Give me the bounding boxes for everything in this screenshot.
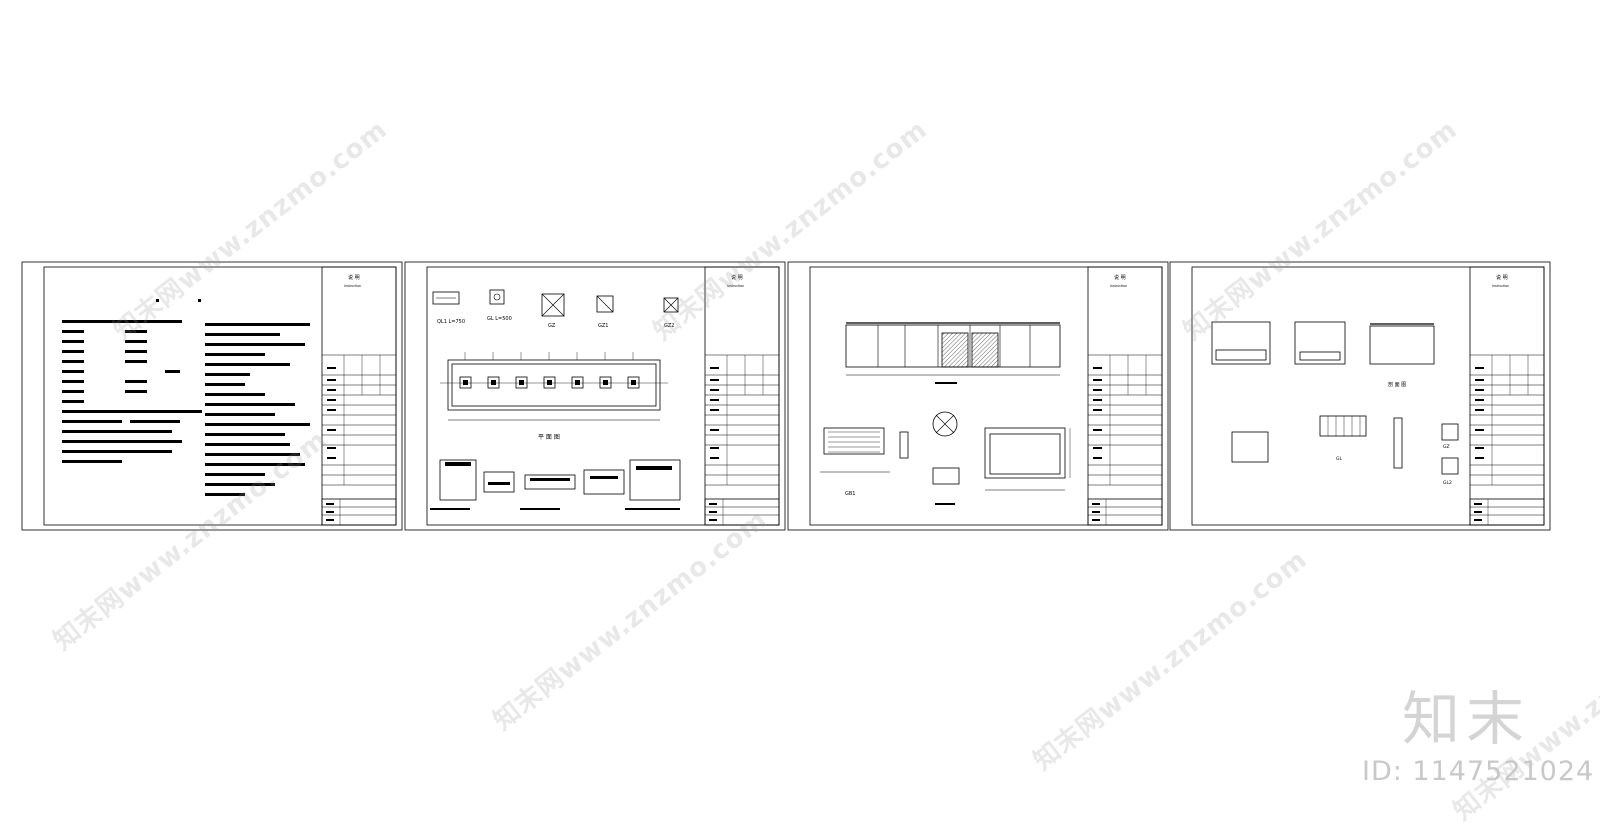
title-block-footer	[704, 498, 780, 526]
detail-box-2	[1294, 321, 1346, 365]
brand-logo: 知末	[1402, 685, 1531, 753]
sheet-4: 说 明 Instruction 剖 面 图 GL GZ GL2	[1191, 266, 1545, 526]
hatched-panel	[941, 332, 969, 368]
detail-box-3	[1369, 325, 1435, 365]
plan-column	[459, 376, 472, 389]
title-block-footer	[1469, 498, 1545, 526]
detail-e	[629, 459, 681, 501]
plan-outline	[447, 359, 661, 411]
sheet-outer-frame	[787, 261, 1169, 531]
title-block-subtitle: Instruction	[1492, 284, 1509, 288]
detail-b	[483, 471, 515, 493]
detail-box-1	[1211, 321, 1271, 365]
title-block	[321, 266, 397, 526]
title-block-header: 说 明	[1114, 274, 1126, 281]
label-gb1: GB1	[845, 491, 856, 497]
title-block-subtitle: Instruction	[727, 284, 744, 288]
label-gz2: GZ2	[664, 323, 674, 329]
label-section-title: 剖 面 图	[1388, 381, 1406, 388]
detail-gl2	[1441, 457, 1459, 475]
detail-c	[524, 474, 576, 490]
sheet-outer-frame	[404, 261, 786, 531]
title-block	[1087, 266, 1163, 526]
plan-column	[543, 376, 556, 389]
sheet-outer-frame	[21, 261, 403, 531]
section-gz2	[663, 297, 679, 313]
title-block-subtitle: Instruction	[1110, 284, 1127, 288]
title-block	[1469, 266, 1545, 526]
label-ql1: QL1 L=750	[437, 319, 465, 325]
title-block-header: 说 明	[348, 274, 360, 281]
circle-detail	[932, 411, 958, 437]
section-gz	[541, 293, 565, 317]
sheet-inner-frame	[426, 266, 780, 526]
detail-gz	[1441, 423, 1459, 441]
detail-grid	[1319, 415, 1367, 437]
section-box	[984, 427, 1066, 479]
detail-d	[583, 469, 625, 495]
detail-column	[1393, 417, 1403, 469]
label-gl: GL	[1336, 456, 1342, 462]
detail-gb1	[823, 427, 885, 455]
sheet-inner-frame	[1191, 266, 1545, 526]
label-gz: GZ	[548, 323, 556, 329]
sheet-outer-frame	[1169, 261, 1551, 531]
label-plan-title: 平 面 图	[538, 434, 560, 441]
plan-column	[515, 376, 528, 389]
plan-column	[487, 376, 500, 389]
title-block-footer	[1087, 498, 1163, 526]
detail-a	[439, 459, 477, 501]
sheet-1: 说 明 Instruction	[43, 266, 397, 526]
title-block-header: 说 明	[731, 274, 743, 281]
section-gz1	[596, 295, 614, 313]
label-gz1: GZ1	[598, 323, 608, 329]
detail-small	[932, 467, 960, 485]
section-ql1	[432, 291, 460, 305]
hatched-panel	[971, 332, 999, 368]
plan-column	[571, 376, 584, 389]
label-gl2: GL2	[1443, 480, 1452, 486]
sheet-frames	[21, 261, 1551, 531]
label-gl: GL L=500	[487, 316, 512, 322]
sheet-inner-frame	[809, 266, 1163, 526]
section-gl	[489, 289, 505, 305]
label-gz: GZ	[1443, 444, 1450, 450]
plan-column	[599, 376, 612, 389]
title-block-header: 说 明	[1496, 274, 1508, 281]
drawing-id: ID: 1147521024	[1362, 756, 1595, 787]
detail-4	[1231, 431, 1269, 463]
title-block-footer	[321, 498, 397, 526]
plan-column	[627, 376, 640, 389]
title-block	[704, 266, 780, 526]
title-block-subtitle: Instruction	[344, 284, 361, 288]
